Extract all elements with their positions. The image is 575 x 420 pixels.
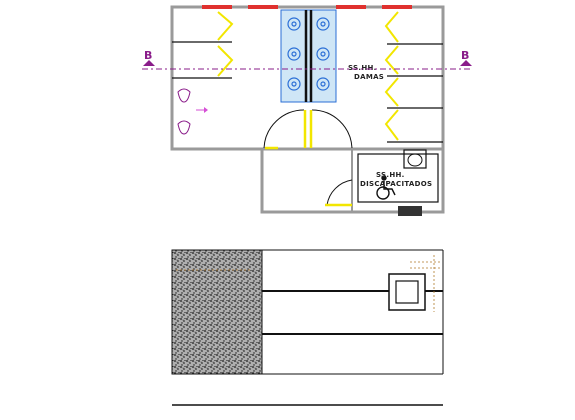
disabled-stall (357, 153, 439, 203)
wheelchair-icon (376, 175, 396, 200)
room-label-women-line2: DAMAS (354, 73, 384, 81)
sink-icon (287, 17, 330, 91)
room-label-disabled-line1: SS.HH. (376, 171, 405, 179)
left-stalls (172, 41, 232, 79)
window (336, 5, 366, 9)
window (202, 5, 232, 9)
wc-icon (403, 149, 427, 169)
sink-counter (280, 9, 337, 103)
room-label-women-line1: SS.HH. (348, 64, 377, 72)
restroom-plan: SS.HH. DAMAS SS.HH. DISCAPACITADOS B B (142, 5, 472, 216)
entrance-doors (263, 109, 353, 206)
room-label-disabled-line2: DISCAPACITADOS (360, 180, 432, 188)
section-elevation (171, 249, 444, 406)
hatched-wall (171, 249, 263, 375)
svg-text:B: B (144, 49, 152, 62)
right-stalls (387, 43, 443, 143)
section-marker-icon: B (460, 49, 472, 66)
window (248, 5, 278, 9)
svg-text:B: B (461, 49, 469, 62)
window (382, 5, 412, 9)
section-marker-icon: B (143, 49, 155, 66)
dimension-lines (176, 255, 440, 312)
wc-icon (177, 88, 191, 135)
left-stall-doors (217, 11, 234, 77)
